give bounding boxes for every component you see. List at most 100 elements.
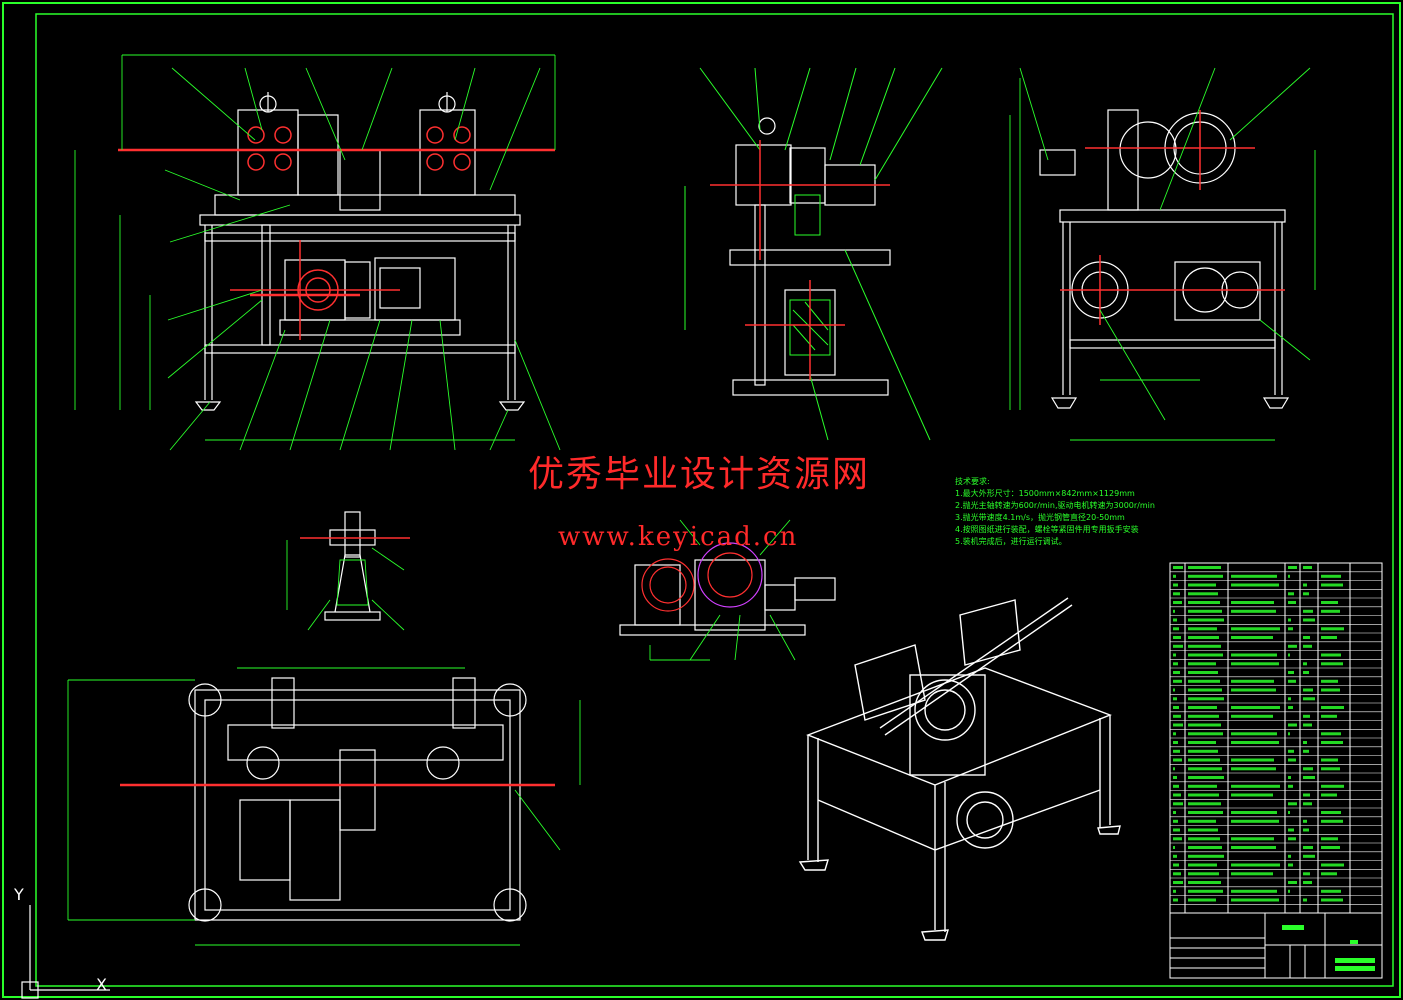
technical-requirements: 技术要求: 1.最大外形尺寸：1500mm×842mm×1129mm 2.抛光主… [955,476,1155,548]
parts-list-cell-text [1303,776,1315,779]
parts-list-cell-text [1231,793,1273,797]
parts-list-cell-text [1303,609,1313,613]
parts-list-cell-text [1173,574,1176,578]
parts-list-cell-text [1188,854,1224,858]
parts-list-cell-text [1188,793,1219,797]
parts-list-cell-text [1188,767,1222,771]
parts-list-cell-text [1303,688,1313,692]
parts-list-cell-text [1288,706,1293,709]
parts-list-cell-text [1188,688,1222,692]
parts-list-cell-text [1188,732,1223,736]
parts-list-cell-text [1231,767,1276,771]
parts-list-cell-text [1173,714,1181,718]
parts-list-cell-text [1288,802,1297,806]
detail-view-bearing [324,511,381,621]
parts-list-cell-text [1303,854,1315,858]
parts-list-cell-text [1288,784,1293,788]
watermark-site-name: 优秀毕业设计资源网 [528,454,871,495]
left-side-view [1039,109,1290,409]
parts-list-cell-text [1188,802,1221,806]
parts-list-cell-text [1321,601,1338,604]
parts-list-cell-text [1321,627,1344,631]
parts-list-cell-text [1231,898,1279,902]
parts-list-cell-text [1173,758,1182,762]
parts-list-cell-text [1173,776,1177,779]
parts-list-cell-text [1188,609,1222,613]
parts-list-cell-text [1188,601,1220,604]
parts-list-cell-text [1303,644,1312,648]
parts-list-cell-text [1303,662,1307,666]
parts-list-cell-text [1188,758,1220,762]
parts-list-cell-text [1188,837,1220,841]
ucs-icon [21,905,110,999]
side-section-centerlines [710,140,890,380]
parts-list-cell-text [1288,566,1297,569]
watermark-url: www.keyicad.cn [558,522,799,552]
isometric-view [798,597,1121,941]
top-view-dimensions [67,667,581,946]
parts-list-cell-text [1321,741,1343,744]
detail-view-bearing-marks [286,540,405,631]
parts-list-cell-text [1231,574,1277,578]
parts-list-cell-text [1231,662,1279,666]
parts-list-cell-text [1321,732,1341,736]
parts-list-cell-text [1173,863,1179,867]
parts-list-cell-text [1288,732,1290,736]
parts-list-cell-text [1288,679,1296,683]
parts-list-cell-text [1173,811,1176,814]
parts-list-cell-text [1321,863,1344,867]
parts-list-cell-text [1173,688,1175,692]
parts-list-cell-text [1231,758,1274,762]
parts-list-cell-text [1288,837,1296,841]
parts-list-cell-text [1321,837,1338,841]
parts-list-cell-text [1288,828,1294,832]
parts-list-cell-text [1231,784,1280,788]
parts-list-cell-text [1173,723,1183,727]
parts-list-cell-text [1231,583,1279,587]
front-view [194,92,526,411]
detail-view-gearbox [619,542,836,636]
parts-list-cell-text [1173,601,1182,604]
title-block [1169,912,1383,979]
parts-list-cell-text [1303,636,1310,639]
parts-list-cell-text [1173,679,1182,683]
parts-list-cell-text [1321,609,1340,613]
parts-list-cell-text [1303,898,1307,902]
technical-requirement-item: 4.按照图纸进行装配，螺栓等紧固件用专用扳手安装 [955,525,1139,534]
parts-list-cell-text [1173,881,1183,884]
parts-list-cell-text [1173,889,1176,893]
parts-list-cell-text [1321,688,1340,692]
parts-list-cell-text [1321,574,1341,578]
parts-list-cell-text [1188,627,1217,631]
parts-list-cell-text [1288,758,1296,762]
parts-list-cell-text [1303,714,1310,718]
parts-list-cell-text [1188,846,1222,849]
parts-list-cell-text [1288,627,1293,631]
front-view-shaft [118,148,555,297]
parts-list-cell-text [1188,819,1216,823]
parts-list-cell-text [1231,837,1274,841]
parts-list-cell-text [1303,566,1312,569]
parts-list-cell-text [1321,653,1341,657]
title-block-marks [1282,925,1375,971]
technical-requirement-item: 1.最大外形尺寸：1500mm×842mm×1129mm [955,489,1135,498]
top-view [188,677,527,922]
parts-list-cell-text [1173,644,1183,648]
parts-list-cell-text [1321,758,1338,762]
parts-list-cell-text [1288,723,1297,727]
parts-list-cell-text [1288,749,1294,753]
parts-list-cell-text [1303,793,1310,797]
parts-list-cell-text [1188,697,1224,701]
front-view-dimensions [74,54,561,451]
parts-list-cell-text [1288,889,1290,893]
parts-list-cell-text [1321,898,1343,902]
parts-list-cell-text [1231,601,1274,604]
parts-list-cell-text [1188,662,1216,666]
parts-list-cell-text [1188,749,1218,753]
parts-list-cell-text [1303,697,1315,701]
parts-list-cell-text [1303,828,1309,832]
parts-list-cell-text [1173,828,1180,832]
parts-list-cell-text [1173,592,1180,596]
parts-list-cell-text [1231,811,1277,814]
